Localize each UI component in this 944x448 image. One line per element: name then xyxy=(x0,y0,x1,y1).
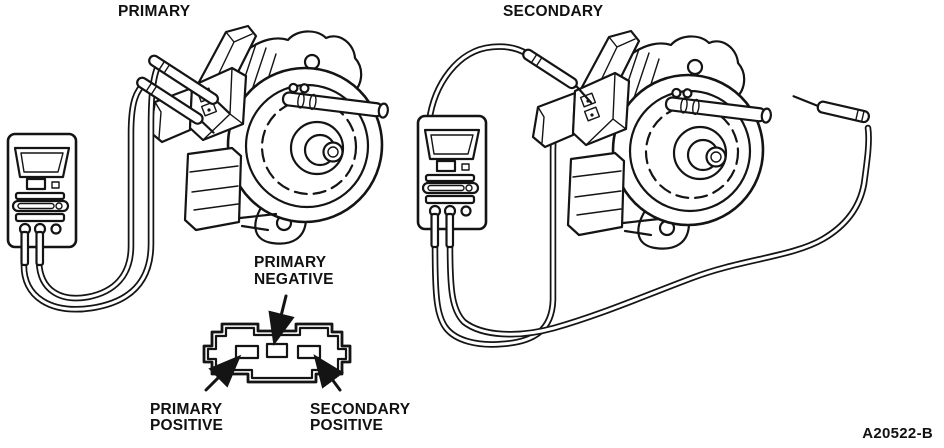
callout-arrow xyxy=(204,354,242,392)
test-probe-icon xyxy=(136,76,215,134)
lead-plug xyxy=(35,230,45,267)
terminal-secondary-positive xyxy=(296,344,322,360)
callout-arrow xyxy=(313,354,344,392)
secondary-test-illustration: SECONDARY xyxy=(416,3,872,348)
callout-arrow xyxy=(268,294,295,346)
mount-hole-icon xyxy=(686,58,704,76)
label-secondary-positive-line1: SECONDARY xyxy=(310,401,411,418)
shaft-end-inner xyxy=(327,146,339,158)
lead-plug xyxy=(20,230,30,267)
meter-display xyxy=(13,146,71,179)
label-primary-positive-line2: POSITIVE xyxy=(150,417,223,434)
test-probe-icon xyxy=(148,54,230,114)
meter-jack xyxy=(460,205,472,217)
label-primary-negative-line1: PRIMARY xyxy=(254,254,327,271)
coil-wire-icon xyxy=(664,87,772,124)
terminal-primary-negative xyxy=(265,342,289,359)
figure-code: A20522-B xyxy=(862,425,933,442)
label-primary-negative-line2: NEGATIVE xyxy=(254,271,334,288)
distributor-icon xyxy=(148,24,389,245)
shaft-end xyxy=(322,141,344,163)
label-secondary-positive-line2: POSITIVE xyxy=(310,417,383,434)
multimeter-icon xyxy=(416,114,488,249)
meter-jack xyxy=(50,223,62,235)
label-primary-positive-line1: PRIMARY xyxy=(150,401,223,418)
lead-plug xyxy=(445,212,455,249)
panel-title-secondary: SECONDARY xyxy=(503,3,604,20)
terminal-primary-positive xyxy=(234,344,260,360)
panel-title-primary: PRIMARY xyxy=(118,3,191,20)
lower-connector-icon xyxy=(566,151,661,237)
coil-wire-icon xyxy=(281,82,389,119)
lower-connector-icon xyxy=(183,146,278,232)
primary-connector-icon xyxy=(531,71,631,149)
meter-display xyxy=(423,128,481,161)
test-probe-icon xyxy=(792,95,871,124)
lead-plug xyxy=(430,212,440,249)
connector-pinout-diagram: PRIMARY NEGATIVE PRIMARY POSITIVE SECOND… xyxy=(150,254,411,434)
primary-test-illustration: PRIMARY xyxy=(6,3,389,313)
test-probe-icon xyxy=(522,48,593,104)
multimeter-icon xyxy=(6,132,78,267)
distributor-icon xyxy=(531,29,772,250)
